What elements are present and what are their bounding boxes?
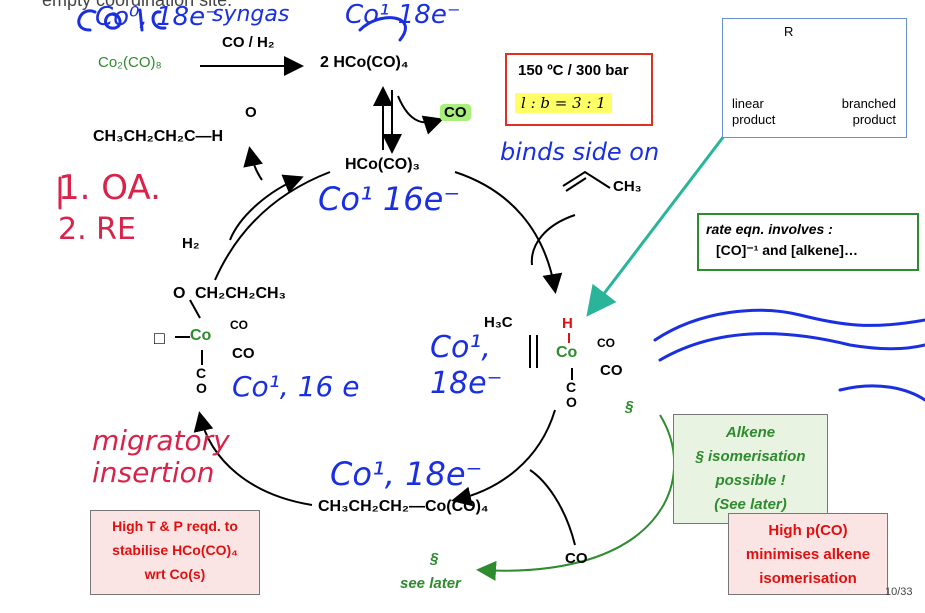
cycle-arc-upper-right — [454, 171, 563, 294]
alkene-substituent: R — [784, 24, 794, 39]
co-join-arrow — [529, 469, 576, 546]
cobalt-hydride: H — [562, 315, 573, 332]
hw-hco3-note: Co¹ 16e⁻ — [318, 180, 461, 218]
propene-join-arrow — [530, 214, 576, 266]
rate-eqn-line1: rate eqn. involves : — [706, 221, 833, 237]
propene-bonds — [562, 170, 611, 189]
hw-top-left: Co⁰, 18e⁻ — [95, 2, 219, 32]
aldehyde-release-arrow — [229, 174, 304, 241]
hw-alkene-note: Co¹, 18e⁻ — [430, 330, 503, 401]
acyl-chain: CH₂CH₂CH₃ — [195, 285, 286, 302]
cycle-arc-lower-left — [193, 411, 313, 506]
high-tp-line3: wrt Co(s) — [144, 566, 206, 582]
high-tp-note-box — [90, 510, 260, 595]
rate-equation-box — [697, 213, 919, 271]
high-pco-line2: minimises alkene — [745, 546, 871, 563]
acyl-bond — [189, 299, 201, 319]
see-later-label: see later — [400, 575, 461, 592]
acyl-co-ligand-2: CO — [232, 345, 255, 362]
co-lost-label: CO — [440, 104, 471, 121]
hco3-species: HCo(CO)₃ — [345, 156, 420, 173]
acyl-cobalt: Co — [190, 327, 212, 344]
scribble-right — [653, 308, 925, 402]
conditions-temp-pressure: 150 ºC / 300 bar — [518, 62, 629, 79]
aldehyde-up-arrow — [243, 146, 263, 181]
alkene-h3c: H₃C — [484, 314, 513, 331]
cycle-arc-lower-right — [451, 409, 556, 507]
isomerisation-section-mark: § — [625, 398, 634, 415]
acyl-co-ligand-1: CO — [230, 318, 248, 332]
butanal-product: CH₃CH₂CH₂C—H — [93, 128, 224, 145]
cycle-arc-upper-left — [214, 171, 331, 281]
hw-step-2: 2. RE — [58, 212, 136, 247]
alkene-iso-line1: Alkene — [725, 424, 776, 441]
selectivity-box — [722, 18, 907, 138]
scribble-top-left — [77, 8, 167, 32]
incoming-co: CO — [565, 550, 588, 567]
hydrogen-label: H₂ — [182, 235, 200, 252]
teal-pointer-arrow — [586, 114, 742, 317]
alkene-iso-line2: § isomerisation — [695, 448, 806, 465]
hw-binds-side-on: binds side on — [500, 138, 660, 166]
hw-step-1: 1. OA. — [58, 168, 161, 208]
hw-alkyl-note: Co¹, 18e⁻ — [330, 455, 483, 493]
header-partial-text: empty coordination site. — [42, 0, 233, 10]
hw-migratory-insertion: migratory insertion — [92, 424, 230, 489]
hco4-product: 2 HCo(CO)₄ — [320, 54, 409, 71]
rate-eqn-line2: [CO]⁻¹ and [alkene]… — [716, 242, 858, 258]
linear-product-label: linear product — [732, 96, 776, 127]
high-pco-line1: High p(CO) — [768, 522, 848, 539]
aldehyde-oxygen: O — [245, 104, 257, 121]
alkene-co-ligand-1: CO — [597, 336, 615, 350]
vacant-site-square: □ — [154, 328, 165, 348]
alkene-iso-line3: possible ! — [715, 472, 786, 489]
propene-double-bond — [565, 177, 587, 192]
alkene-iso-line4: (See later) — [714, 496, 787, 513]
alkyl-cobalt-complex: CH₃CH₂CH₂—Co(CO)₄ — [318, 498, 489, 515]
hw-acyl-note: Co¹, 16 e — [232, 370, 360, 403]
acyl-oxygen: O — [173, 285, 186, 302]
high-tp-line2: stabilise HCo(CO)₄ — [112, 542, 238, 558]
branched-product-label: branched product — [841, 96, 896, 127]
high-pco-line3: isomerisation — [759, 570, 857, 587]
conditions-box — [505, 53, 653, 126]
page-number: 10/33 — [885, 586, 913, 598]
scribble-top-right — [358, 16, 407, 42]
alkene-isomerisation-box — [673, 414, 828, 524]
cobalt-carbonyl-reactant: Co₂(CO)₈ — [98, 54, 162, 71]
alkene-cobalt: Co — [556, 344, 578, 361]
hw-top-right: Co¹ 18e⁻ — [345, 0, 461, 30]
propene-methyl: CH₃ — [613, 178, 642, 195]
see-later-section-mark: § — [430, 550, 439, 567]
co-loss-arrow — [397, 95, 444, 135]
alkene-co-ligand-2: CO — [600, 362, 623, 379]
linear-branched-ratio: l : b = 3 : 1 — [515, 93, 612, 113]
syngas-reagent: CO / H₂ — [222, 34, 275, 51]
high-tp-line1: High T & P reqd. to — [112, 518, 238, 534]
see-later-arrow — [476, 414, 676, 581]
hw-syngas: syngas — [212, 2, 290, 27]
high-pco-note-box — [728, 513, 888, 595]
